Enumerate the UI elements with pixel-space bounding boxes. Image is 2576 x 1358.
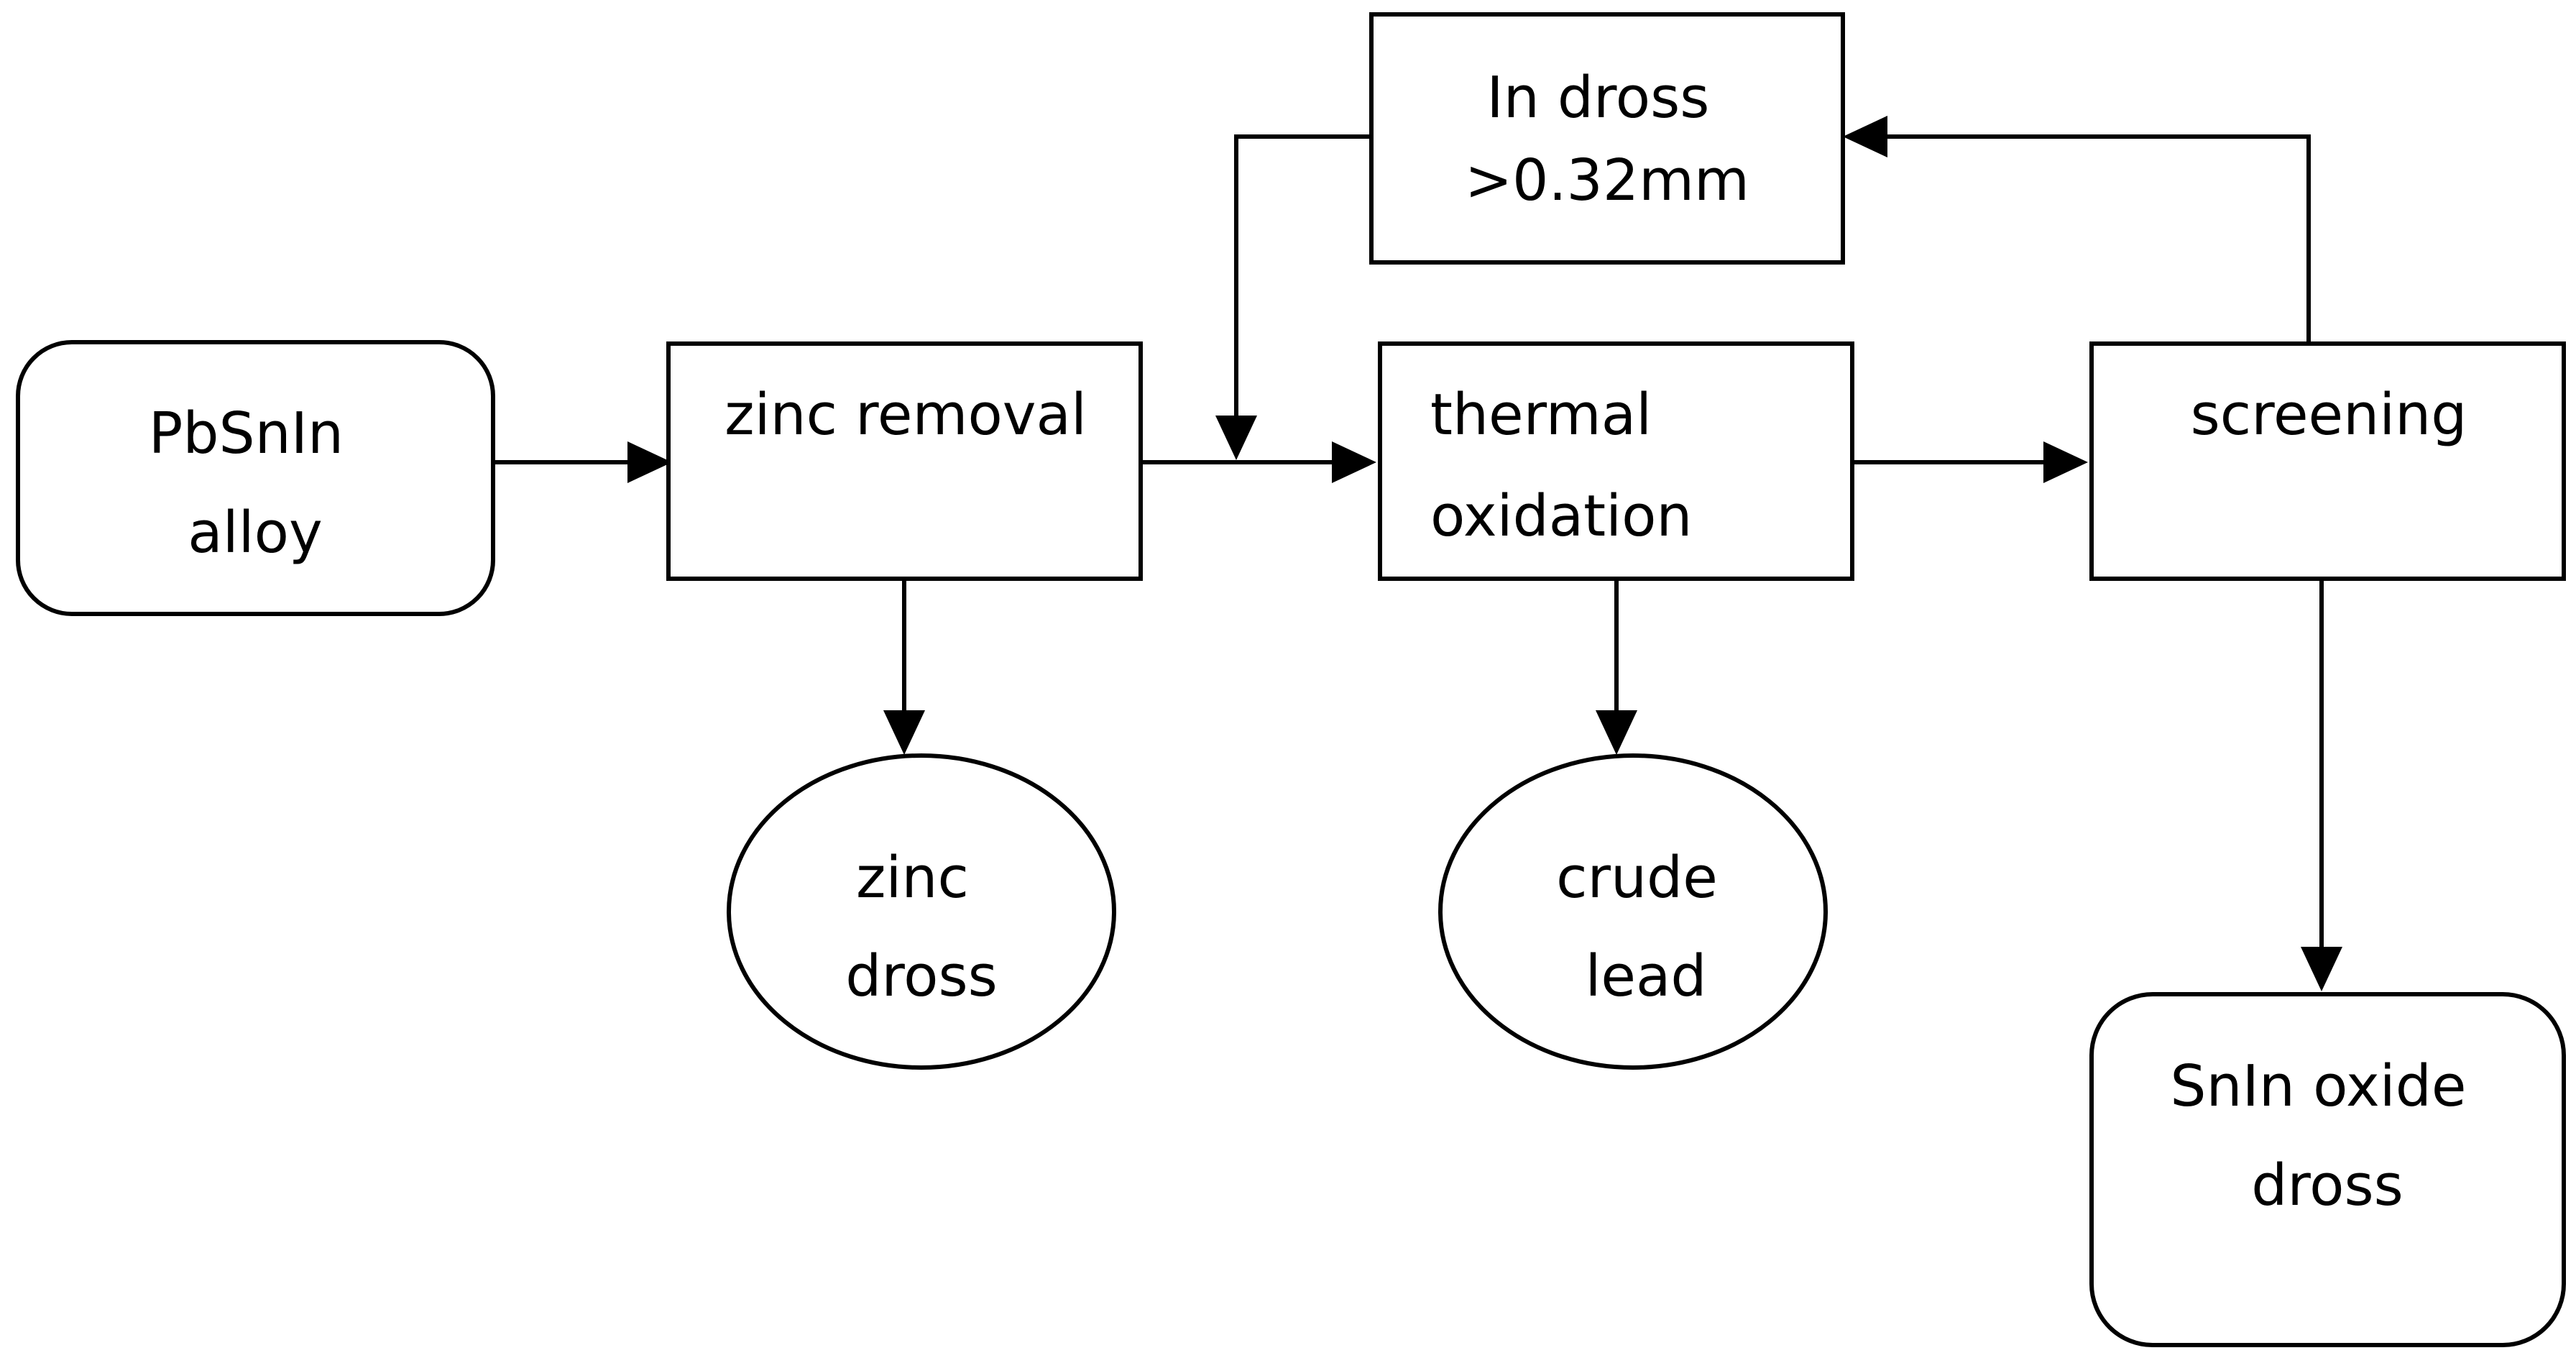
- node-snin-oxide-dross: SnIn oxide dross: [2089, 992, 2566, 1347]
- arrowhead-thermal-oxidation: [1332, 441, 1376, 483]
- arrowhead-zinc-dross: [883, 710, 925, 755]
- svg-text:PbSnIn alloy: PbSnIn alloy: [149, 400, 362, 566]
- node-pbsnin-alloy: PbSnIn alloy: [16, 340, 495, 616]
- node-screening: screening: [2089, 341, 2566, 581]
- connector-in-dross-to-thermal-oxidation-feed: [1234, 134, 1371, 421]
- node-crude-lead-line-2: lead: [1585, 943, 1706, 1009]
- node-crude-lead: crude lead: [1438, 753, 1828, 1070]
- node-in-dross: In dross >0.32mm: [1369, 12, 1845, 265]
- svg-text:In dross >0.32mm: In dross >0.32mm: [1465, 65, 1749, 214]
- node-zinc-dross-line-1: zinc: [856, 845, 969, 911]
- node-zinc-dross: zinc dross: [727, 753, 1116, 1070]
- node-screening-line-1: screening: [2191, 382, 2467, 448]
- svg-text:thermal oxidation: thermal oxidation: [1430, 382, 1693, 549]
- arrowhead-zinc-removal: [627, 441, 672, 483]
- arrowhead-in-dross: [1843, 116, 1887, 157]
- svg-text:crude lead: crude lead: [1556, 845, 1736, 1009]
- node-zinc-removal-line-1: zinc removal: [724, 382, 1087, 448]
- node-snin-oxide-dross-line-1: SnIn oxide: [2170, 1053, 2466, 1119]
- node-pbsnin-alloy-line-1: PbSnIn: [149, 400, 344, 467]
- connectors: [493, 116, 2342, 991]
- arrowhead-in-dross-return: [1215, 416, 1257, 460]
- node-pbsnin-alloy-line-2: alloy: [188, 500, 322, 566]
- connector-screening-to-in-dross: [1883, 134, 2311, 342]
- node-crude-lead-line-1: crude: [1556, 845, 1718, 911]
- node-thermal-oxidation-line-1: thermal: [1430, 382, 1652, 448]
- node-thermal-oxidation: thermal oxidation: [1378, 341, 1854, 581]
- node-zinc-dross-line-2: dross: [845, 943, 998, 1009]
- node-thermal-oxidation-line-2: oxidation: [1430, 483, 1693, 549]
- node-in-dross-line-1: In dross: [1486, 65, 1709, 131]
- svg-text:zinc dross: zinc dross: [845, 845, 998, 1009]
- arrowhead-crude-lead: [1596, 710, 1637, 755]
- svg-text:SnIn oxide dross: SnIn oxide dross: [2170, 1053, 2484, 1219]
- node-in-dross-line-2: >0.32mm: [1465, 147, 1749, 214]
- node-snin-oxide-dross-line-2: dross: [2251, 1152, 2404, 1219]
- svg-text:zinc removal: zinc removal: [724, 382, 1087, 448]
- arrowhead-snin-oxide-dross: [2301, 947, 2342, 991]
- svg-text:screening: screening: [2191, 382, 2467, 448]
- arrowhead-screening: [2043, 441, 2088, 483]
- node-zinc-removal: zinc removal: [666, 341, 1143, 581]
